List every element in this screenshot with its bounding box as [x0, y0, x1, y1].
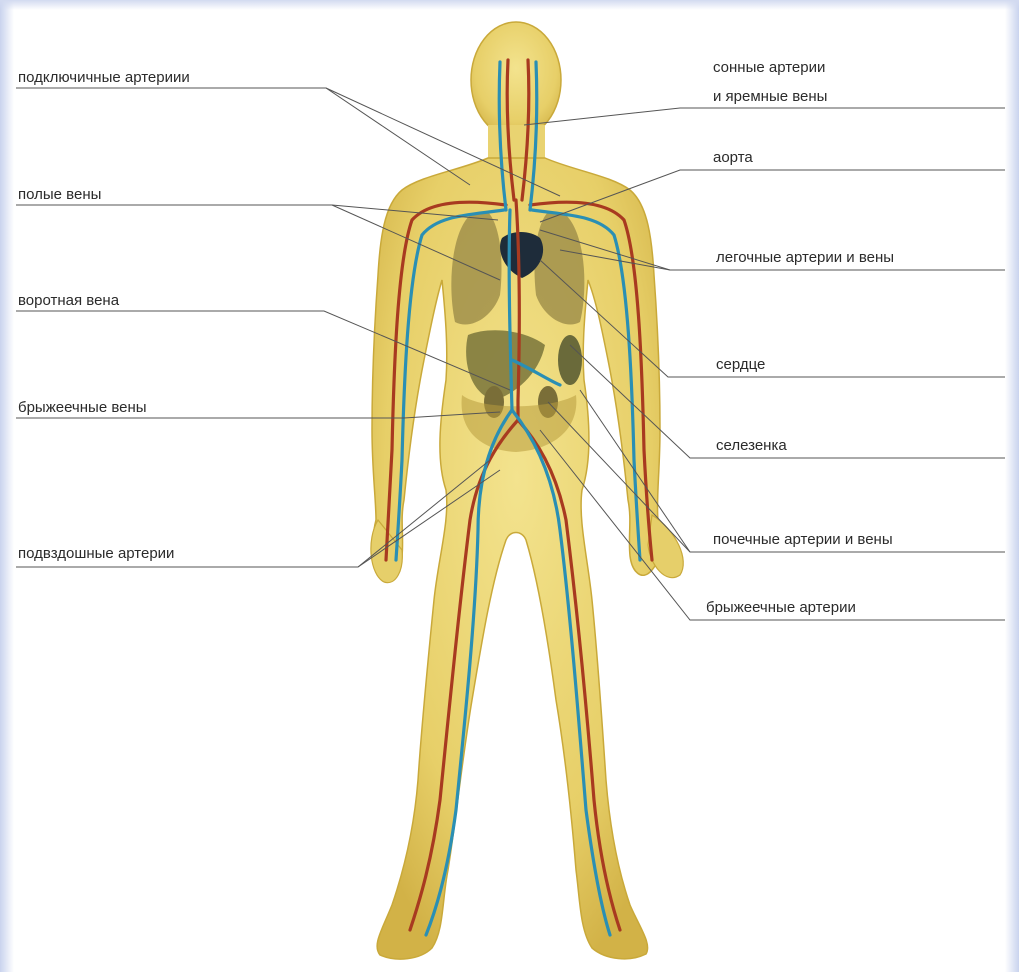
leader-subclavian: [16, 88, 470, 185]
label-carotid-jugular-line1: сонные артерии: [713, 59, 825, 76]
label-carotid-jugular-line2: и яремные вены: [713, 88, 827, 105]
leader-renal: [548, 402, 1005, 552]
label-portal-vein: воротная вена: [18, 292, 120, 309]
label-heart: сердце: [716, 356, 765, 373]
label-subclavian-arteries: подключичные артериии: [18, 69, 190, 86]
label-mesenteric-arteries: брыжеечные артерии: [706, 599, 856, 616]
head: [471, 22, 561, 138]
label-mesenteric-veins: брыжеечные вены: [18, 399, 147, 416]
label-renal: почечные артерии и вены: [713, 531, 893, 548]
spleen: [558, 335, 582, 385]
label-spleen: селезенка: [716, 437, 787, 454]
leader-portal: [16, 311, 510, 390]
leader-carotid: [524, 108, 1005, 125]
label-pulmonary: легочные артерии и вены: [716, 249, 894, 266]
label-aorta: аорта: [713, 149, 753, 166]
label-iliac-arteries: подвздошные артерии: [18, 545, 174, 562]
body-silhouette: [372, 158, 662, 959]
label-vena-cava: полые вены: [18, 186, 101, 203]
